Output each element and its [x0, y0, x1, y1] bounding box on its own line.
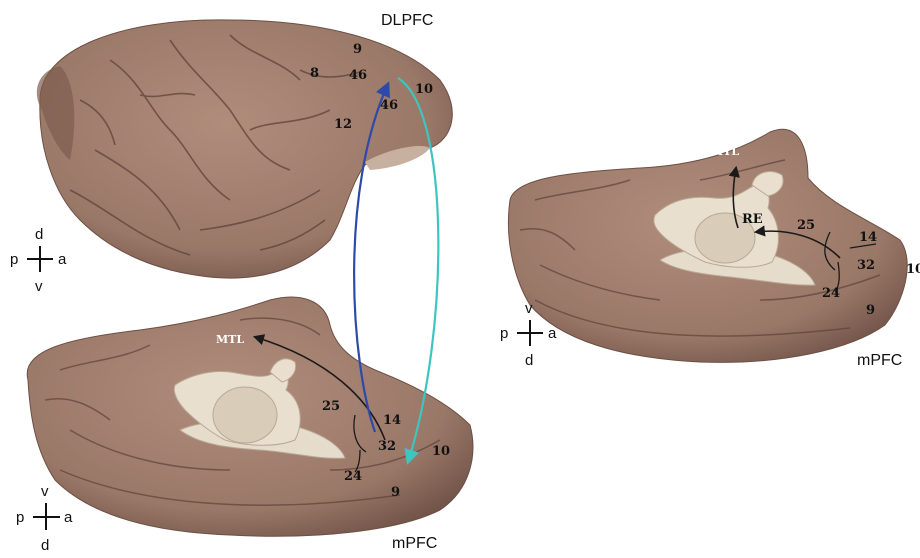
area-label: 14 — [859, 230, 877, 245]
label-mtl-right: MTL — [711, 145, 739, 158]
svg-text:a: a — [58, 251, 67, 268]
label-mtl-left: MTL — [216, 333, 244, 346]
area-label: 14 — [383, 413, 401, 428]
area-label: 9 — [391, 485, 400, 500]
area-label: 25 — [797, 218, 815, 233]
svg-text:p: p — [16, 509, 24, 526]
medial-brain-left — [27, 297, 473, 536]
area-label: 9 — [866, 303, 875, 318]
label-re: RE — [742, 212, 763, 227]
svg-text:v: v — [35, 278, 43, 295]
svg-text:d: d — [35, 226, 43, 243]
area-label: 12 — [334, 117, 352, 132]
svg-text:a: a — [548, 325, 557, 342]
area-label: 25 — [322, 399, 340, 414]
title-mpfc-left: mPFC — [392, 535, 437, 552]
title-dlpfc: DLPFC — [381, 12, 433, 29]
svg-text:a: a — [64, 509, 73, 526]
area-label: 9 — [353, 42, 362, 57]
area-label: 10 — [415, 82, 433, 97]
area-label: 32 — [378, 439, 396, 454]
svg-text:v: v — [525, 300, 533, 317]
svg-text:d: d — [41, 537, 49, 554]
area-label: 46 — [349, 68, 367, 83]
orientation-cross-top: d v p a — [10, 226, 67, 295]
svg-text:v: v — [41, 483, 49, 500]
area-label: 46 — [380, 98, 398, 113]
svg-text:p: p — [500, 325, 508, 342]
area-label: 24 — [344, 469, 362, 484]
area-label: 10 — [906, 262, 920, 277]
medial-brain-right — [508, 129, 907, 362]
svg-text:d: d — [525, 352, 533, 369]
title-mpfc-right: mPFC — [857, 352, 902, 369]
area-label: 24 — [822, 286, 840, 301]
lateral-brain — [37, 20, 453, 278]
area-label: 32 — [857, 258, 875, 273]
orientation-cross-bottom: v d p a — [16, 483, 73, 554]
svg-text:p: p — [10, 251, 18, 268]
area-label: 8 — [310, 66, 319, 81]
area-label: 10 — [432, 444, 450, 459]
